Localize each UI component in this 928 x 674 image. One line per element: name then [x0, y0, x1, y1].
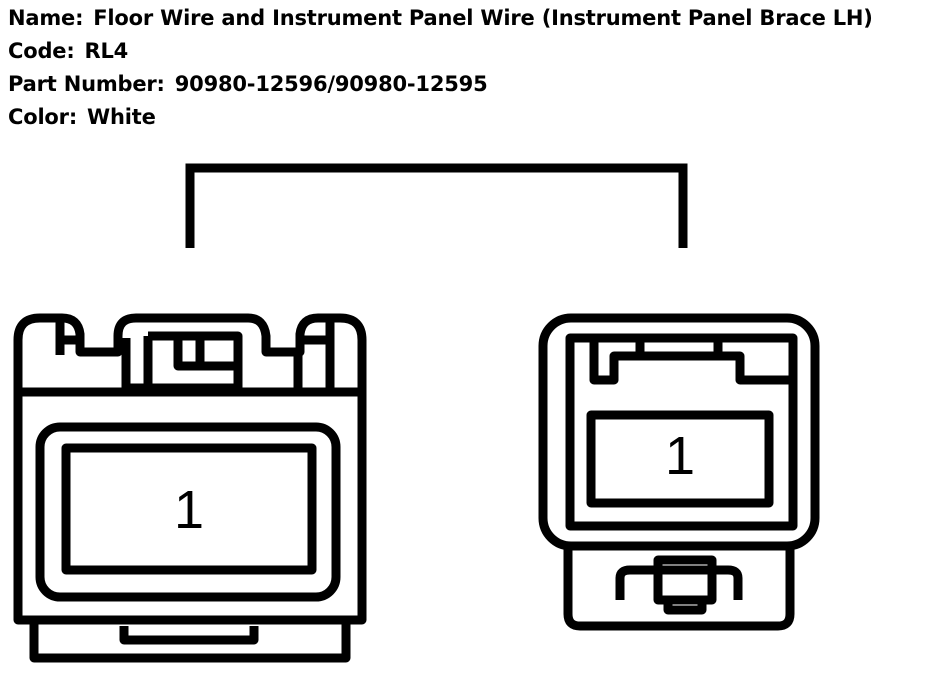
code-line: Code: RL4 — [8, 35, 873, 68]
right-connector-lock — [653, 555, 717, 615]
left-connector-base — [29, 620, 351, 663]
left-connector-body — [13, 313, 367, 625]
name-label: Name: — [8, 6, 84, 30]
left-connector-cavity-frame — [35, 422, 341, 602]
right-connector — [538, 313, 820, 631]
code-label: Code: — [8, 39, 75, 63]
name-line: Name: Floor Wire and Instrument Panel Wir… — [8, 2, 873, 35]
color-value: White — [87, 105, 156, 129]
part-number-label: Part Number: — [8, 72, 165, 96]
color-line: Color: White — [8, 101, 873, 134]
right-connector-base — [563, 546, 795, 631]
left-connector — [13, 313, 367, 663]
part-number-value: 90980-12596/90980-12595 — [174, 72, 488, 96]
right-connector-body — [538, 313, 820, 551]
color-label: Color: — [8, 105, 78, 129]
code-value: RL4 — [84, 39, 129, 63]
connection-bracket — [185, 163, 688, 248]
left-connector-latch — [121, 331, 243, 393]
left-connector-pin-label: 1 — [174, 480, 204, 540]
right-connector-pin-window — [586, 410, 774, 508]
right-connector-pin-label: 1 — [665, 426, 695, 486]
part-number-line: Part Number: 90980-12596/90980-12595 — [8, 68, 873, 101]
connector-info: Name: Floor Wire and Instrument Panel Wir… — [8, 2, 873, 134]
left-connector-pin-window — [61, 443, 317, 575]
name-value: Floor Wire and Instrument Panel Wire (In… — [93, 6, 873, 30]
